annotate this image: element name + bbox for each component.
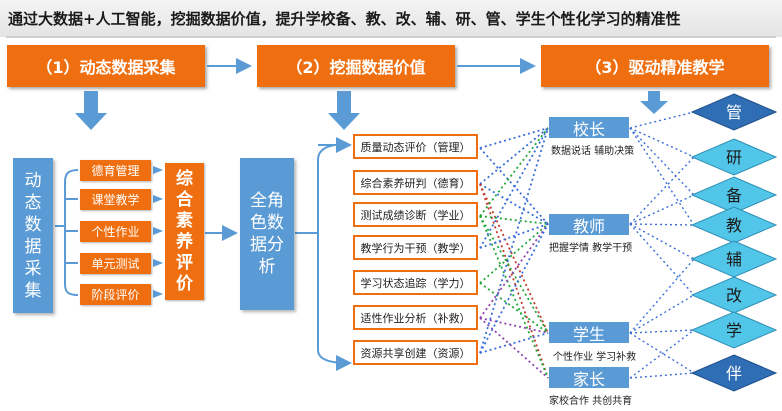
role-teacher: 教师 [549, 214, 629, 236]
collect-item: 德育管理 [80, 160, 151, 181]
diamond-label: 辅 [726, 250, 742, 269]
diamond-label: 管 [726, 103, 742, 122]
role-student: 学生 [549, 322, 629, 344]
collect-title: 动态数据采集 [24, 170, 42, 301]
diamond-label: 教 [726, 216, 742, 235]
role-diamond-links [629, 111, 695, 379]
collect-item: 个性作业 [80, 221, 151, 242]
step-header-mine: （2）挖掘数据价值 [257, 45, 455, 87]
role-parent-sub: 家校合作 共创共育 [549, 396, 633, 407]
diamond-label: 备 [726, 186, 742, 205]
bracket-collect [55, 169, 79, 296]
diamond-label: 研 [726, 148, 742, 167]
headline: 通过大数据+人工智能，挖掘数据价值，提升学校备、教、改、辅、研、管、学生个性化学… [8, 10, 681, 28]
bracket-indicators [295, 137, 352, 371]
diamond-manage: 管 [690, 93, 778, 131]
analysis-box: 全角色数据分析 [240, 158, 294, 310]
indicator-item: 质量动态评价（管理） [353, 134, 478, 159]
collect-box: 动态数据采集 [13, 158, 53, 313]
role-parent: 家长 [549, 367, 629, 389]
indicator-item: 适性作业分析（补救） [353, 305, 478, 330]
title-divider [6, 36, 776, 38]
indicator-item: 综合素养研判（德育） [353, 170, 478, 195]
role-principal: 校长 [549, 117, 629, 139]
role-principal-sub: 数据说话 辅助决策 [551, 146, 635, 157]
indicator-item: 教学行为干预（教学） [353, 235, 478, 260]
collect-item: 阶段评价 [80, 284, 151, 305]
down-arrow-collect [75, 91, 107, 130]
collect-item: 单元测试 [80, 253, 151, 274]
step-header-drive: （3）驱动精准教学 [541, 45, 769, 87]
summary-box: 综合素养评价 [165, 163, 204, 300]
diamond-research: 研 [690, 138, 778, 176]
indicator-item: 资源共享创建（资源） [353, 340, 478, 365]
arrows-items-summary [153, 166, 163, 298]
diamond-label: 伴 [726, 364, 742, 383]
diamond-correct: 改 [690, 276, 778, 314]
diamond-teach: 教 [690, 206, 778, 244]
collect-item: 课堂教学 [80, 189, 151, 210]
role-teacher-sub: 把握学情 教学干预 [549, 243, 633, 254]
indicator-item: 学习状态追踪（学力） [353, 270, 478, 295]
title-band [0, 0, 782, 37]
analysis-title: 全角色数据分析 [250, 191, 284, 277]
diamond-tutor: 辅 [690, 240, 778, 278]
step-header-collect: （1）动态数据采集 [7, 45, 205, 87]
summary-label: 综合素养评价 [176, 168, 193, 294]
diamond-companion: 伴 [690, 354, 778, 392]
dotted-links [479, 127, 549, 379]
diamond-label: 改 [726, 286, 742, 305]
diamond-column: 管 研 备 教 辅 改 学 伴 [690, 93, 778, 392]
role-student-sub: 个性作业 学习补救 [553, 352, 637, 363]
indicator-item: 测试成绩诊断（学业） [353, 202, 478, 227]
down-arrow-mine [328, 91, 360, 130]
down-arrow-drive [640, 91, 668, 114]
diamond-label: 学 [726, 321, 742, 340]
diamond-learn: 学 [690, 311, 778, 349]
